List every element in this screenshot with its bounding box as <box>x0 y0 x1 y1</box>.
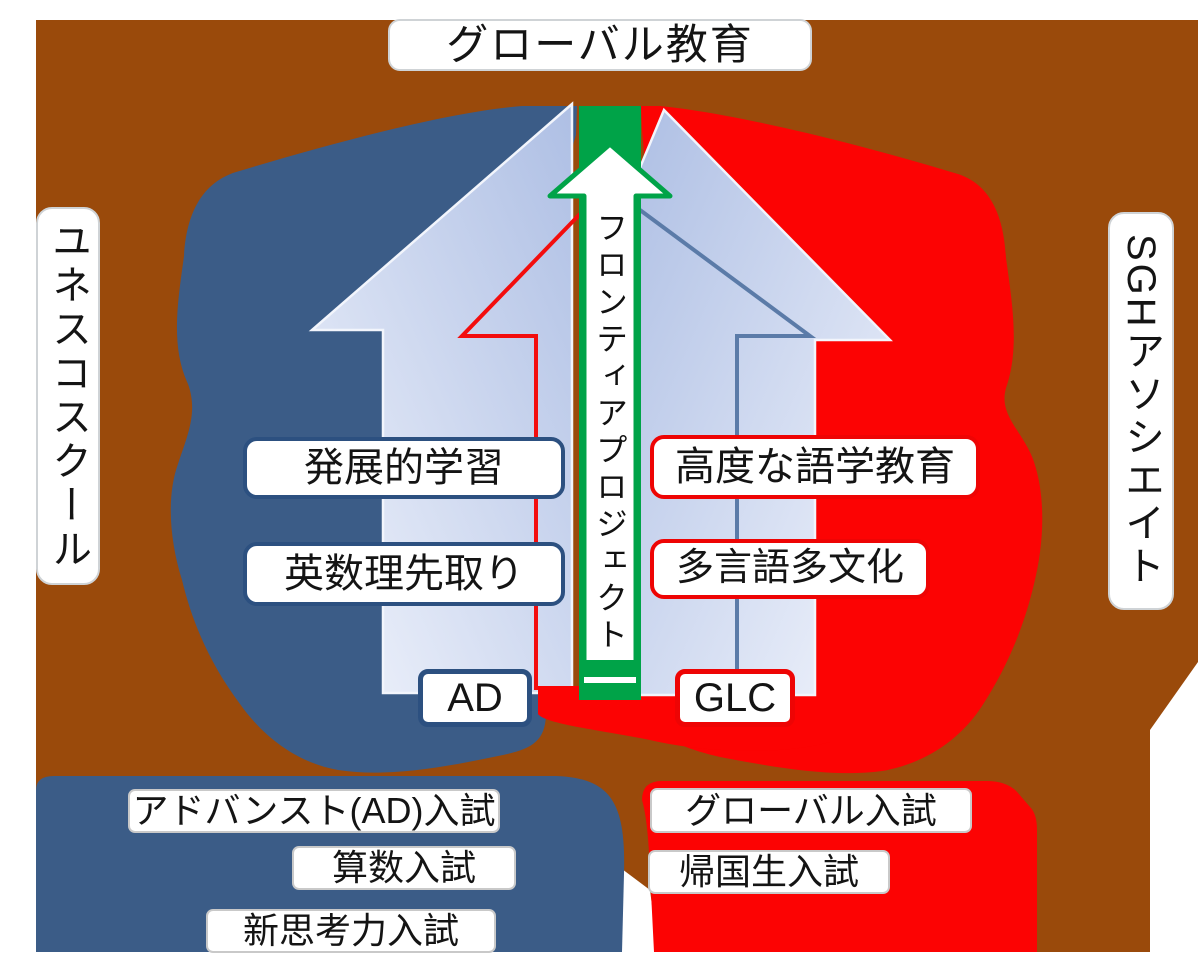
ad-exam-new-thinking: 新思考力入試 <box>206 909 496 953</box>
glc-course-badge: GLC <box>675 669 795 727</box>
ad-feature-eng-math-sci: 英数理先取り <box>243 542 565 606</box>
glc-feature-language-education: 高度な語学教育 <box>650 435 980 499</box>
ad-feature-advanced-learning: 発展的学習 <box>243 437 565 499</box>
frontier-project-label: フロンティアプロジェクト <box>592 211 628 655</box>
ad-exam-advanced: アドバンスト(AD)入試 <box>128 789 500 833</box>
ad-echo-arrow-outline <box>638 208 817 690</box>
ad-course-badge: AD <box>418 669 532 727</box>
page-title: グローバル教育 <box>388 19 812 71</box>
glc-feature-multilingual: 多言語多文化 <box>650 539 930 599</box>
glc-exam-global: グローバル入試 <box>650 788 972 833</box>
unesco-school-banner: ユネスコスクール <box>36 207 100 585</box>
sgh-associate-banner: SGHアソシエイト <box>1108 212 1174 610</box>
glc-exam-returnee: 帰国生入試 <box>648 850 890 894</box>
glc-echo-arrow-outline <box>457 212 582 690</box>
ad-exam-arithmetic: 算数入試 <box>292 846 516 890</box>
frontier-footer-line <box>584 677 636 683</box>
